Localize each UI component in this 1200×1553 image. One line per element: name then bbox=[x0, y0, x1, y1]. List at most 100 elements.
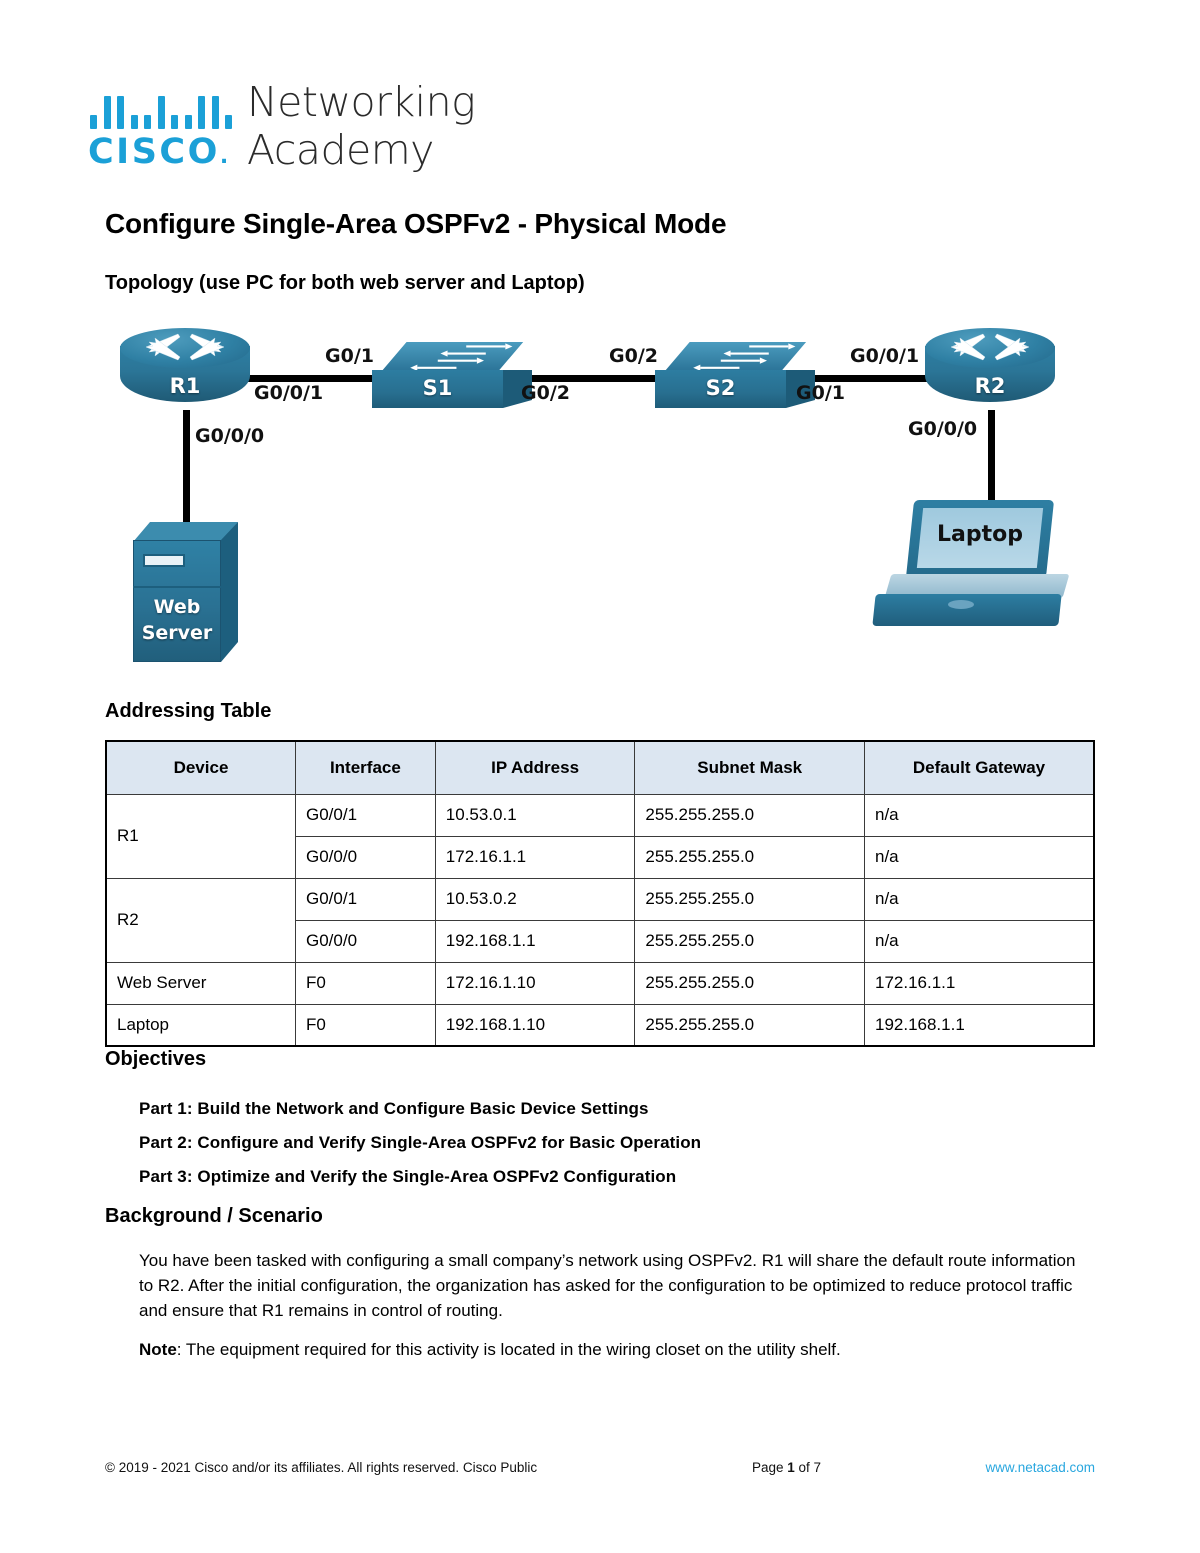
cell-ip: 10.53.0.1 bbox=[434, 793, 636, 837]
page-title: Configure Single-Area OSPFv2 - Physical … bbox=[105, 208, 727, 239]
switch-s2-label: S2 bbox=[705, 376, 736, 400]
cell-mask: 255.255.255.0 bbox=[634, 919, 865, 963]
table-row: G0/0/0 172.16.1.1 255.255.255.0 n/a bbox=[106, 835, 1095, 879]
cell-interface: G0/0/0 bbox=[295, 919, 436, 963]
cell-mask: 255.255.255.0 bbox=[634, 961, 865, 1005]
cell-interface: F0 bbox=[295, 961, 436, 1005]
network-topology-diagram: R1 bbox=[0, 300, 1200, 690]
cell-mask: 255.255.255.0 bbox=[634, 835, 865, 879]
laptop-label: Laptop bbox=[937, 522, 1023, 547]
cell-device: R2 bbox=[105, 877, 296, 963]
logo-line-networking: Networking bbox=[247, 78, 476, 126]
iface-label-s2-r2: G0/1 bbox=[796, 382, 845, 404]
cell-ip: 192.168.1.10 bbox=[434, 1003, 636, 1047]
cell-ip: 192.168.1.1 bbox=[434, 919, 636, 963]
objectives-list: Part 1: Build the Network and Configure … bbox=[139, 1092, 1039, 1194]
cell-gateway: 172.16.1.1 bbox=[863, 961, 1095, 1005]
addressing-table: Device Interface IP Address Subnet Mask … bbox=[105, 740, 1095, 1047]
table-header-row: Device Interface IP Address Subnet Mask … bbox=[105, 740, 1095, 795]
objective-part-1: Part 1: Build the Network and Configure … bbox=[139, 1099, 649, 1118]
cell-gateway: n/a bbox=[863, 793, 1095, 837]
networking-academy-wordmark: Networking Academy bbox=[247, 78, 476, 178]
footer-page-number: Page 1 of 7 bbox=[752, 1460, 822, 1475]
topology-heading: Topology (use PC for both web server and… bbox=[105, 272, 585, 294]
background-paragraph: You have been tasked with configuring a … bbox=[139, 1251, 1076, 1320]
iface-label-s2-s1: G0/2 bbox=[609, 345, 658, 367]
laptop-trackpad-icon bbox=[948, 600, 974, 609]
iface-label-r2-laptop: G0/0/0 bbox=[908, 418, 978, 440]
cell-interface: G0/0/1 bbox=[295, 793, 436, 837]
router-arrows-icon bbox=[950, 333, 1030, 361]
iface-label-s1-r1: G0/1 bbox=[325, 345, 374, 367]
cisco-wordmark: CISCO. bbox=[88, 132, 231, 172]
objective-part-2: Part 2: Configure and Verify Single-Area… bbox=[139, 1133, 702, 1152]
cisco-logo: CISCO. bbox=[88, 91, 233, 178]
table-row: R1 G0/0/1 10.53.0.1 255.255.255.0 n/a bbox=[105, 793, 1095, 879]
background-note: Note: The equipment required for this ac… bbox=[139, 1337, 1079, 1362]
switch-top-icon bbox=[663, 342, 807, 373]
device-switch-s1: S1 bbox=[372, 342, 532, 408]
cell-ip: 10.53.0.2 bbox=[434, 877, 636, 921]
cell-device: R1 bbox=[105, 793, 296, 879]
background-scenario-body: You have been tasked with configuring a … bbox=[139, 1248, 1079, 1362]
iface-label-s1-s2: G0/2 bbox=[521, 382, 570, 404]
iface-label-r1-s1: G0/0/1 bbox=[254, 382, 324, 404]
iface-label-r1-server: G0/0/0 bbox=[195, 425, 265, 447]
server-drive-slot-icon bbox=[143, 554, 185, 567]
cell-gateway: n/a bbox=[863, 835, 1095, 879]
cell-ip: 172.16.1.1 bbox=[434, 835, 636, 879]
logo-line-academy: Academy bbox=[247, 126, 434, 174]
column-header-subnet-mask: Subnet Mask bbox=[634, 740, 865, 795]
addressing-table-heading: Addressing Table bbox=[105, 700, 272, 722]
table-row: R2 G0/0/1 10.53.0.2 255.255.255.0 n/a bbox=[105, 877, 1095, 963]
cell-interface: F0 bbox=[295, 1003, 436, 1047]
cisco-bars-icon bbox=[88, 91, 233, 129]
server-side-icon bbox=[221, 522, 238, 662]
cell-gateway: n/a bbox=[863, 919, 1095, 963]
cell-mask: 255.255.255.0 bbox=[634, 877, 865, 921]
cell-gateway: 192.168.1.1 bbox=[863, 1003, 1095, 1047]
device-router-r2: R2 bbox=[925, 328, 1055, 416]
page-footer: © 2019 - 2021 Cisco and/or its affiliate… bbox=[0, 1460, 1200, 1490]
router-arrows-icon bbox=[145, 333, 225, 361]
device-laptop: Laptop bbox=[870, 500, 1075, 635]
background-scenario-heading: Background / Scenario bbox=[105, 1205, 323, 1227]
cell-gateway: n/a bbox=[863, 877, 1095, 921]
link-s1-s2 bbox=[495, 375, 690, 382]
footer-current-page: 1 bbox=[787, 1460, 795, 1475]
footer-netacad-link[interactable]: www.netacad.com bbox=[985, 1460, 1095, 1475]
cell-device: Laptop bbox=[105, 1003, 296, 1047]
table-row: Laptop F0 192.168.1.10 255.255.255.0 192… bbox=[105, 1003, 1095, 1047]
link-r1-s1 bbox=[230, 375, 420, 382]
iface-label-r2-s2: G0/0/1 bbox=[850, 345, 920, 367]
router-r2-label: R2 bbox=[974, 374, 1006, 398]
table-row: Web Server F0 172.16.1.10 255.255.255.0 … bbox=[105, 961, 1095, 1005]
switch-s1-label: S1 bbox=[422, 376, 453, 400]
link-r2-laptop bbox=[988, 410, 995, 520]
column-header-default-gateway: Default Gateway bbox=[863, 740, 1095, 795]
cell-mask: 255.255.255.0 bbox=[634, 1003, 865, 1047]
cell-interface: G0/0/1 bbox=[295, 877, 436, 921]
cisco-networking-academy-logo: CISCO. Networking Academy bbox=[88, 78, 476, 178]
link-r1-webserver bbox=[183, 410, 190, 525]
cell-mask: 255.255.255.0 bbox=[634, 793, 865, 837]
switch-top-icon bbox=[380, 342, 524, 373]
cell-device: Web Server bbox=[105, 961, 296, 1005]
link-s2-r2 bbox=[770, 375, 945, 382]
router-r1-label: R1 bbox=[169, 374, 201, 398]
column-header-device: Device bbox=[105, 740, 296, 795]
objective-part-3: Part 3: Optimize and Verify the Single-A… bbox=[139, 1167, 677, 1186]
objectives-heading: Objectives bbox=[105, 1048, 207, 1070]
column-header-interface: Interface bbox=[295, 740, 436, 795]
cell-interface: G0/0/0 bbox=[295, 835, 436, 879]
note-label: Note bbox=[139, 1340, 177, 1359]
web-server-label: Web Server bbox=[141, 596, 213, 644]
column-header-ip-address: IP Address bbox=[434, 740, 636, 795]
device-router-r1: R1 bbox=[120, 328, 250, 416]
note-text: : The equipment required for this activi… bbox=[176, 1340, 841, 1359]
server-top-icon bbox=[133, 522, 238, 542]
device-switch-s2: S2 bbox=[655, 342, 815, 408]
switch-side-icon bbox=[503, 370, 532, 408]
footer-copyright: © 2019 - 2021 Cisco and/or its affiliate… bbox=[105, 1460, 538, 1475]
